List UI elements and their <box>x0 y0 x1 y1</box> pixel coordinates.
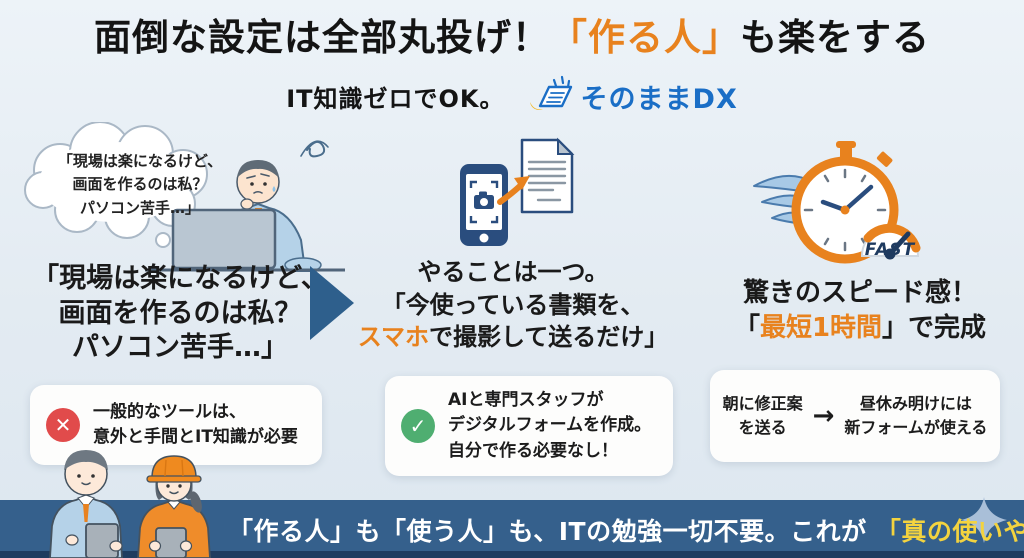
title-highlight: 「作る人」 <box>550 16 740 59</box>
column1-heading: 「現場は楽になるけど、 画面を作るのは私？ パソコン苦手…」 <box>32 263 328 364</box>
column2-heading: やることは一つ。 「今使っている書類を、 スマホで撮影して送るだけ」 <box>357 258 669 352</box>
x-circle-icon: ✕ <box>46 408 80 442</box>
title-post: も楽をする <box>740 16 930 59</box>
column2-note-text: AIと専門スタッフが デジタルフォームを作成。 自分で作る必要なし！ <box>448 389 652 461</box>
workers-illustration <box>28 448 236 558</box>
paper-dx-icon <box>525 74 575 118</box>
note3-before: 朝に修正案 を送る <box>722 394 803 437</box>
subtitle: IT知識ゼロでOK。 <box>286 84 505 113</box>
footer-highlight: 「真の使いやすさ」 <box>875 517 1024 546</box>
flow-arrow-icon <box>310 266 354 340</box>
fast-label: FAST <box>864 240 916 260</box>
sparkle-icon <box>958 494 1010 546</box>
footer-message: 「作る人」も「使う人」も、ITの勉強一切不要。これが 「真の使いやすさ」 <box>228 512 1024 548</box>
column2-highlight: スマホ <box>357 323 429 352</box>
check-circle-icon: ✓ <box>401 409 435 443</box>
page-title: 面倒な設定は全部丸投げ！「作る人」も楽をする <box>0 16 1024 60</box>
right-arrow-icon: → <box>812 401 835 431</box>
column3-note: 朝に修正案 を送る → 昼休み明けには 新フォームが使える <box>710 370 1000 462</box>
column3-highlight: 最短1時間 <box>759 313 883 344</box>
note3-after: 昼休み明けには 新フォームが使える <box>844 394 988 437</box>
column1-note-text: 一般的なツールは、 意外と手間とIT知識が必要 <box>93 401 298 448</box>
worried-user-illustration <box>15 121 345 273</box>
stopwatch-fast-icon: FAST <box>750 138 928 273</box>
brand-logo: そのままDX <box>525 74 738 118</box>
column3-heading: 驚きのスピード感！ 「最短1時間」で完成 <box>733 278 987 344</box>
footer-bar-edge <box>0 551 1024 558</box>
column2-note: ✓ AIと専門スタッフが デジタルフォームを作成。 自分で作る必要なし！ <box>385 376 673 476</box>
thought-bubble-text: 「現場は楽になるけど、 画面を作るのは私？ パソコン苦手…」 <box>57 152 223 217</box>
phone-capture-icon <box>452 136 582 248</box>
title-pre: 面倒な設定は全部丸投げ！ <box>94 16 550 59</box>
subtitle-row: IT知識ゼロでOK。 そのままDX <box>0 74 1024 118</box>
brand-name: そのままDX <box>580 83 738 115</box>
